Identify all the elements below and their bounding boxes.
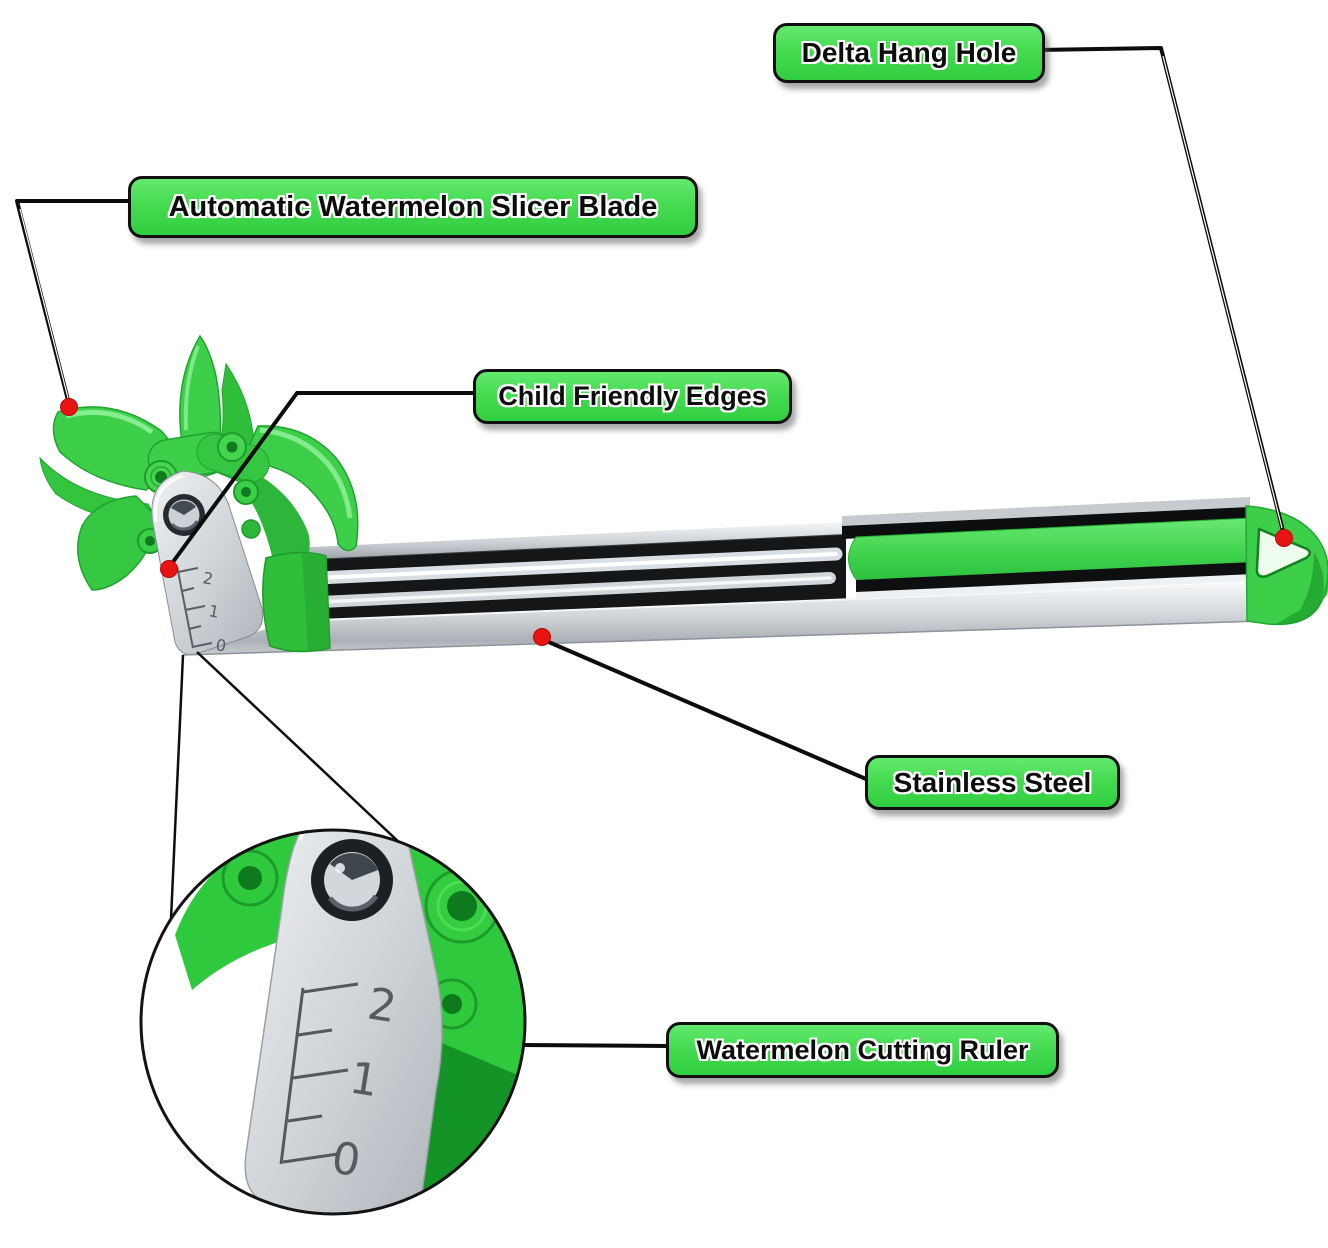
blade-right-highlight	[259, 427, 353, 519]
inset-tick-short	[297, 1028, 333, 1037]
barrel-disc	[241, 519, 261, 539]
blade-highlight	[65, 409, 154, 435]
blade-top-highlight	[183, 345, 200, 431]
inset-bolt-glint	[335, 863, 345, 873]
sleeve-bottom-slot	[856, 562, 1254, 594]
callout-watermelon-cutting-ruler: Watermelon Cutting Ruler	[666, 1022, 1059, 1078]
slicing-rod-bottom-glint	[318, 576, 832, 604]
ruler-tick-long	[177, 567, 199, 573]
leader-delta-inner	[1162, 55, 1283, 529]
inset-barrel-hole	[442, 994, 462, 1014]
ruler-mark-2: 2	[201, 568, 214, 588]
inset-barrel-hole	[447, 891, 477, 921]
inset-plate-highlight	[298, 830, 351, 841]
sleeve-top-cap	[842, 497, 1250, 528]
leader-lines	[15, 46, 1286, 1048]
ruler-tick-short	[181, 587, 195, 592]
blade-lower-left	[77, 495, 159, 591]
inset-barrel-hole	[238, 866, 262, 890]
inset-bolt-reflection	[330, 852, 378, 880]
ruler-tick-long	[191, 642, 213, 648]
callout-child-friendly-edges: Child Friendly Edges	[473, 369, 792, 424]
hang-hole	[1255, 527, 1311, 578]
bar-top-rail	[290, 522, 846, 560]
barrel-hole	[226, 441, 238, 453]
ruler-tick-short	[188, 625, 202, 630]
leader-blade-inner	[19, 208, 69, 399]
marker-dot-stainless	[533, 628, 551, 646]
delta-hang-hole-tip	[1245, 505, 1328, 626]
sleeve-chrome-line	[856, 574, 1254, 599]
callout-stainless-steel: Stainless Steel	[865, 755, 1120, 810]
bar-bottom-face-edge	[291, 582, 1263, 622]
bolt-reflection	[171, 500, 196, 515]
marker-dots	[60, 398, 1293, 646]
callout-delta-hang-hole: Delta Hang Hole	[773, 23, 1045, 83]
inset-tick-short	[287, 1114, 323, 1123]
marker-dot-blade	[60, 398, 78, 416]
ruler-closeup-circle: 2 1 0	[139, 828, 527, 1216]
plate-edge-highlight	[153, 474, 184, 523]
leader-cutting-ruler	[521, 1043, 669, 1048]
marker-dot-child-friendly	[160, 560, 178, 578]
barrel-hole	[155, 471, 167, 483]
sleeve-top-slot	[842, 507, 1250, 539]
ruler-mark-1: 1	[207, 601, 220, 621]
barrel-hole	[145, 536, 155, 546]
leader-automatic-blade	[15, 199, 130, 405]
hinge-barrels	[137, 431, 270, 554]
ruler-mark-0: 0	[214, 635, 227, 655]
cone-line-right	[196, 651, 403, 846]
ruler-tick-long	[184, 605, 206, 611]
wedge-shading	[302, 554, 330, 652]
inset-tick-long	[282, 1152, 339, 1164]
tip-shading	[1276, 552, 1324, 625]
bar-lower-edge	[181, 620, 1263, 656]
barrel-hole	[241, 487, 251, 497]
inset-ruler-spine	[279, 987, 305, 1165]
inset-border	[139, 828, 527, 1216]
bolt-shadow-arc	[170, 520, 199, 531]
leader-stainless-steel	[543, 638, 867, 781]
inset-tick-long	[292, 1068, 349, 1080]
callout-automatic-watermelon-slicer-blade: Automatic Watermelon Slicer Blade	[128, 176, 698, 238]
tool-ruler	[176, 565, 213, 649]
leader-delta-hang-hole	[1036, 46, 1286, 536]
marker-dot-hang-hole	[1275, 529, 1293, 547]
steel-bar	[181, 522, 1263, 656]
inset-bolt-shadow	[328, 894, 379, 912]
leader-child-friendly	[168, 391, 475, 568]
bar-bottom-face	[182, 583, 1262, 655]
ruler-spine	[176, 565, 194, 649]
handle-sleeve	[842, 497, 1255, 599]
inset-green-dark-wedge	[418, 1038, 520, 1207]
inset-ruler	[279, 982, 359, 1165]
blade-right-lower-lobe	[246, 470, 310, 568]
slicer-head-plate: 2 1 0	[151, 470, 264, 656]
inset-tick-long	[302, 982, 359, 994]
slicing-rod-top-glint	[316, 552, 838, 580]
